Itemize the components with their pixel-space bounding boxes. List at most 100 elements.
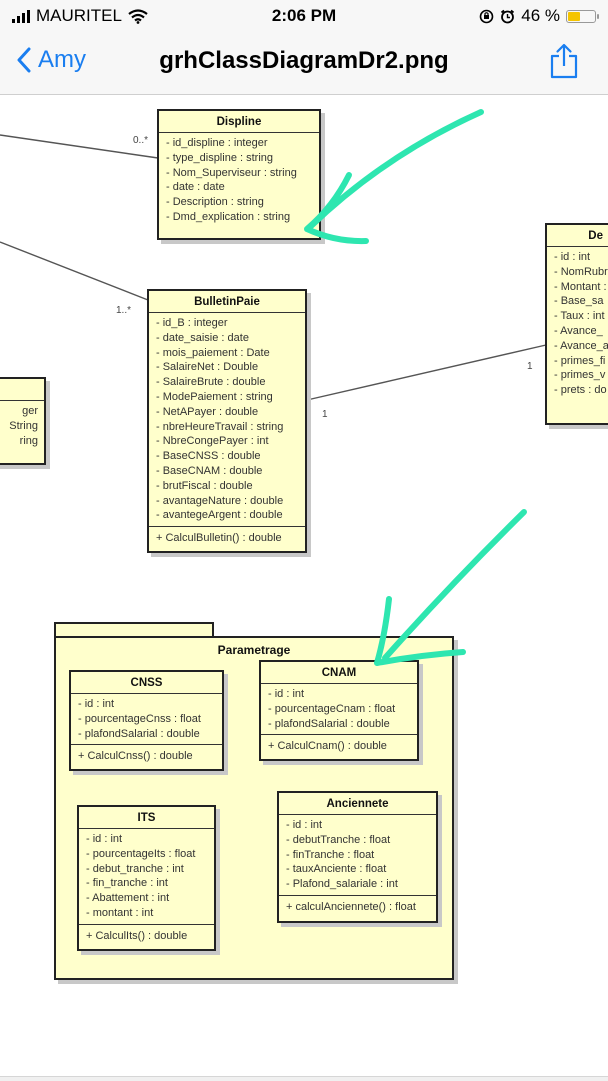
status-time: 2:06 PM <box>271 6 337 25</box>
class-member: - Avance_ <box>554 324 603 337</box>
wifi-icon <box>128 8 148 24</box>
class-member: - id_displine : integer <box>166 137 268 149</box>
class-member: - id : int <box>86 833 123 845</box>
battery-icon <box>566 9 599 23</box>
class-member: - plafondSalarial : double <box>268 717 390 730</box>
image-viewer[interactable]: 0..* 1..* 1 1 Displine - id_displine : i… <box>0 95 608 1080</box>
class-member: - Dmd_explication : string <box>166 210 291 223</box>
class-member: - pourcentageCnss : float <box>78 712 201 725</box>
class-member: - Abattement : int <box>86 892 170 905</box>
class-member: - pourcentageIts : float <box>86 847 196 860</box>
bottom-edge <box>0 1076 608 1081</box>
class-title: CNAM <box>261 662 417 684</box>
class-attributes: - id : int - NomRubr - Montant : - Base_sa -… <box>547 247 608 401</box>
class-member: - nbreHeureTravail : string <box>156 420 284 433</box>
class-member: - fin_tranche : int <box>86 877 168 890</box>
multiplicity-label: 1 <box>322 409 328 420</box>
class-member: ring <box>19 434 38 447</box>
association-line-bulletin-detail <box>306 344 547 401</box>
class-member: - SalaireBrute : double <box>156 376 266 389</box>
class-member: ger <box>22 405 38 417</box>
class-member: - BaseCNAM : double <box>156 464 263 477</box>
class-member: - Description : string <box>166 196 264 209</box>
class-attributes: - id_B : integer - date_saisie : date - mo… <box>149 313 305 526</box>
multiplicity-label: 1 <box>527 361 533 372</box>
signal-icon <box>12 9 30 23</box>
class-member: - prets : do <box>554 384 607 397</box>
class-member: - SalaireNet : Double <box>156 361 259 374</box>
navigation-bar: Amy grhClassDiagramDr2.png <box>0 32 608 95</box>
back-label: Amy <box>38 46 86 73</box>
back-button[interactable]: Amy <box>16 46 86 74</box>
class-member: + CalculCnss() : double <box>78 750 193 763</box>
class-member: + CalculIts() : double <box>86 929 188 942</box>
class-member: - debutTranche : float <box>286 833 391 846</box>
class-operations: + CalculIts() : double <box>79 923 214 948</box>
class-member: - type_displine : string <box>166 151 273 164</box>
multiplicity-label: 1..* <box>116 305 132 316</box>
class-title: BulletinPaie <box>149 291 305 313</box>
class-title <box>0 379 44 401</box>
orientation-lock-icon <box>479 9 494 23</box>
class-member: - id : int <box>78 698 115 710</box>
class-member: - avantageNature : double <box>156 494 284 507</box>
class-member: - brutFiscal : double <box>156 479 253 492</box>
class-member: - avantegeArgent : double <box>156 509 283 522</box>
class-title: Anciennete <box>279 793 436 815</box>
class-member: String <box>9 419 38 432</box>
class-member: - NbreCongePayer : int <box>156 435 269 448</box>
class-member: - primes_v <box>554 369 606 382</box>
class-member: - id_B : integer <box>156 317 228 329</box>
class-box-anciennete: Anciennete - id : int- debutTranche : fl… <box>277 791 438 923</box>
class-member: + CalculBulletin() : double <box>156 532 282 545</box>
class-attributes: - id_displine : integer - type_displine :… <box>159 133 319 228</box>
class-member: - Avance_a <box>554 339 608 352</box>
class-member: - primes_fi <box>554 354 606 367</box>
class-member: - Taux : int <box>554 310 605 323</box>
class-attributes: - id : int- pourcentageCnam : float- pla… <box>261 684 417 734</box>
class-member: - date : date <box>166 181 225 194</box>
class-member: - plafondSalarial : double <box>78 727 200 740</box>
status-bar: MAURITEL 2:06 PM 46 % <box>0 0 608 32</box>
share-button[interactable] <box>548 42 580 85</box>
class-member: - Base_sa <box>554 295 604 308</box>
class-member: - debut_tranche : int <box>86 862 184 875</box>
class-member: - ModePaiement : string <box>156 390 273 403</box>
carrier-name: MAURITEL <box>36 6 122 25</box>
class-member: - montant : int <box>86 906 154 919</box>
class-member: - NomRubr <box>554 265 608 278</box>
alarm-icon <box>501 9 515 23</box>
package-title: Parametrage <box>217 643 291 657</box>
class-member: - BaseCNSS : double <box>156 450 261 463</box>
class-member: - pourcentageCnam : float <box>268 702 396 715</box>
page-title: grhClassDiagramDr2.png <box>159 47 449 74</box>
status-right-group: 46 % <box>479 6 599 26</box>
association-line-bulletin <box>0 241 149 301</box>
class-box-its: ITS - id : int - pourcentageIts : float - … <box>77 805 216 951</box>
class-box-bulletinpaie: BulletinPaie - id_B : integer - date_sais… <box>147 289 307 553</box>
class-member: - Nom_Superviseur : string <box>166 166 297 179</box>
association-lines <box>0 134 547 401</box>
share-icon <box>550 43 578 79</box>
class-operations: + CalculBulletin() : double <box>149 526 305 550</box>
class-member: + CalculCnam() : double <box>268 740 387 753</box>
class-operations: + CalculCnam() : double <box>261 734 417 758</box>
class-box-cnam: CNAM - id : int- pourcentageCnam : float… <box>259 660 419 761</box>
class-member: - date_saisie : date <box>156 331 249 344</box>
class-title: ITS <box>79 807 214 829</box>
class-member: - id : int <box>554 251 591 263</box>
class-member: - mois_paiement : Date <box>156 346 270 359</box>
class-operations: + calculAnciennete() : float <box>279 894 436 919</box>
class-member: - finTranche : float <box>286 848 375 861</box>
class-member: - tauxAnciente : float <box>286 863 387 876</box>
class-title: CNSS <box>71 672 222 694</box>
class-member: - Montant : <box>554 280 607 293</box>
package-tab <box>54 622 214 636</box>
class-operations: + CalculCnss() : double <box>71 744 222 768</box>
multiplicity-label: 0..* <box>133 135 149 146</box>
class-attributes: - id : int - pourcentageCnss : float - pla… <box>71 694 222 744</box>
class-title: De <box>547 225 608 247</box>
class-member: + calculAnciennete() : float <box>286 900 416 913</box>
